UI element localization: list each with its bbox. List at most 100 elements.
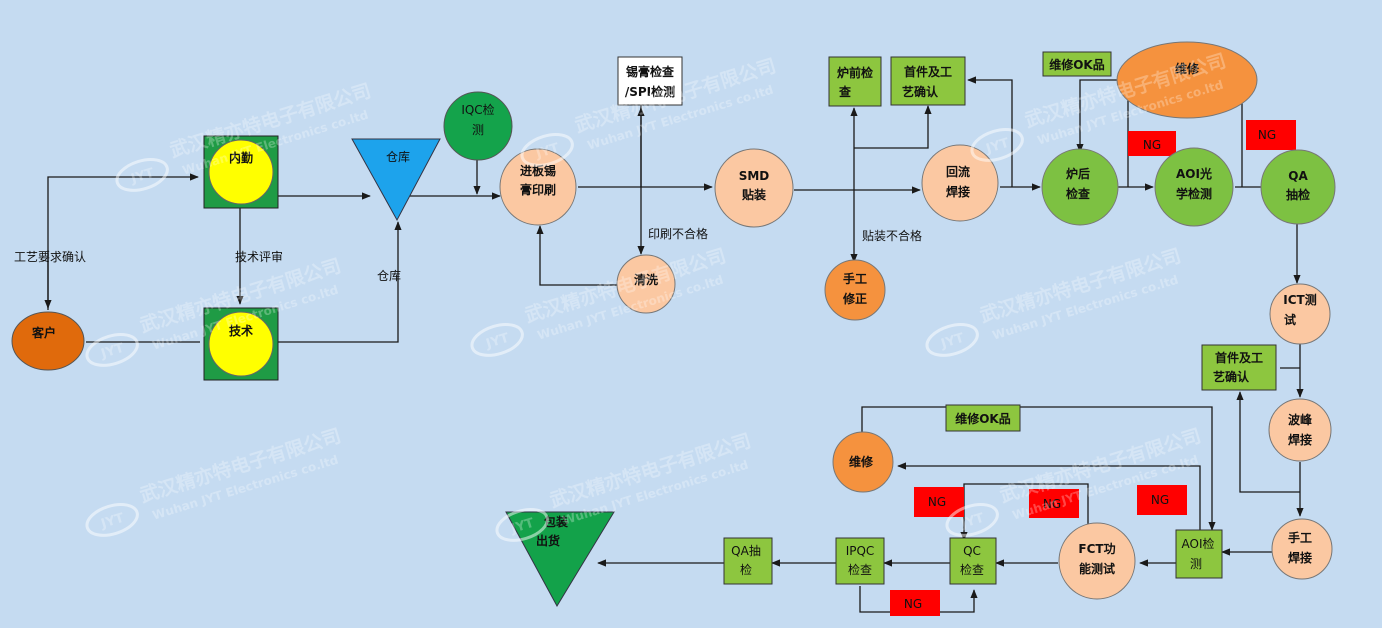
node-weixiu-ok2: 维修OK品 (945, 404, 1021, 432)
svg-text:内勤: 内勤 (229, 150, 253, 165)
ng-badge-2: NG (1246, 120, 1296, 150)
qabot-line2: 检 (740, 562, 752, 577)
label-cangku: 仓库 (377, 268, 401, 283)
gaojiancha-line1: 锡膏检查 (626, 64, 675, 79)
iqc-line2: 测 (472, 123, 484, 137)
aoi2-line1: AOI检 (1182, 536, 1215, 551)
svg-text:NG: NG (928, 495, 946, 509)
aoi2-line2: 测 (1190, 557, 1202, 571)
hanjie-line2: 焊接 (1288, 550, 1312, 565)
watermark-logo: JYT (938, 331, 966, 352)
qc-line1: QC (963, 544, 981, 558)
node-neiqin: 内勤 (203, 135, 279, 209)
node-aoi2: AOI检 测 (1175, 529, 1223, 579)
watermark-logo: JYT (983, 136, 1011, 157)
svg-text:NG: NG (1043, 497, 1061, 511)
watermark-logo: JYT (508, 516, 536, 537)
luhou-line2: 检查 (1066, 186, 1091, 201)
aoiopt-line2: 学检测 (1176, 186, 1212, 201)
luqian-line1: 炉前检 (837, 65, 873, 80)
node-luqian: 炉前检 查 (828, 56, 882, 107)
node-shoujian1: 首件及工 艺确认 (890, 56, 966, 106)
jinban-line1: 进板锡 (520, 163, 556, 178)
watermark-logo: JYT (483, 331, 511, 352)
node-jinban: 进板锡 膏印刷 (499, 148, 577, 226)
bofeng-line1: 波峰 (1288, 412, 1313, 427)
fct-line1: FCT功 (1078, 541, 1115, 556)
node-qa-bottom: QA抽 检 (723, 537, 773, 585)
shoujian1-line1: 首件及工 (904, 64, 952, 79)
node-aoi-opt: AOI光 学检测 (1154, 147, 1234, 227)
node-bofeng: 波峰 焊接 (1268, 398, 1332, 462)
node-luhou: 炉后 检查 (1041, 148, 1119, 226)
svg-text:维修OK品: 维修OK品 (955, 411, 1011, 426)
gaojiancha-line2: /SPI检测 (625, 84, 675, 99)
svg-text:NG: NG (1258, 128, 1276, 142)
label-tiezhuang-buhege: 贴装不合格 (862, 228, 922, 243)
node-huiliu: 回流 焊接 (921, 144, 999, 222)
ng-badge-5: NG (1137, 485, 1187, 515)
qc-line2: 检查 (960, 562, 984, 577)
node-gaojiancha: 锡膏检查 /SPI检测 (617, 56, 683, 106)
watermark-logo: JYT (533, 141, 561, 162)
svg-text:维修OK品: 维修OK品 (1049, 57, 1105, 72)
xiuzheng-line2: 修正 (842, 291, 867, 306)
ipqc-line2: 检查 (848, 562, 872, 577)
shoujian2-line1: 首件及工 (1215, 350, 1263, 365)
huiliu-line2: 焊接 (946, 184, 970, 199)
iqc-line1: IQC检 (461, 102, 494, 117)
ict-line2: 试 (1284, 312, 1296, 327)
smd-line1: SMD (739, 169, 770, 183)
qabot-line1: QA抽 (731, 544, 761, 558)
xiuzheng-line1: 手工 (843, 271, 867, 286)
node-iqc: IQC检 测 (443, 91, 513, 161)
watermark-logo: JYT (98, 511, 126, 532)
huiliu-line1: 回流 (946, 164, 970, 179)
node-weixiu2: 维修 (832, 431, 894, 493)
node-shougong-hanjie: 手工 焊接 (1271, 518, 1333, 580)
node-qingxi: 清洗 (616, 254, 676, 314)
node-qa-top: QA 抽检 (1260, 149, 1336, 225)
node-jishu: 技术 (203, 307, 279, 381)
luqian-line2: 查 (838, 84, 852, 99)
qatop-line1: QA (1288, 169, 1308, 183)
label-gongyi-queren: 工艺要求确认 (14, 250, 86, 264)
watermark-logo: JYT (958, 511, 986, 532)
jinban-line2: 膏印刷 (520, 182, 556, 197)
node-smd: SMD 贴装 (714, 148, 794, 228)
label-jishu-pingshen: 技术评审 (235, 249, 283, 264)
svg-text:维修: 维修 (1175, 61, 1200, 76)
svg-text:NG: NG (1151, 493, 1169, 507)
svg-text:维修: 维修 (849, 454, 874, 469)
node-weixiu-ok1: 维修OK品 (1042, 51, 1112, 77)
svg-text:清洗: 清洗 (634, 272, 658, 287)
ng-badge-4: NG (1029, 489, 1079, 518)
node-shoujian2: 首件及工 艺确认 (1201, 344, 1277, 391)
watermark-logo: JYT (98, 341, 126, 362)
node-kehu: 客户 (11, 311, 85, 371)
svg-text:NG: NG (904, 597, 922, 611)
baozhuang-line2: 出货 (536, 533, 560, 548)
node-shougong-xiuzheng: 手工 修正 (824, 259, 886, 321)
node-qc: QC 检查 (949, 537, 997, 585)
baozhuang-line1: 包装 (543, 514, 568, 529)
fct-line2: 能测试 (1079, 561, 1115, 576)
ng-badge-1: NG (1128, 131, 1176, 156)
luhou-line1: 炉后 (1066, 166, 1090, 181)
node-cangku: 仓库 (351, 138, 441, 222)
node-weixiu1: 维修 (1116, 41, 1258, 119)
shoujian1-line2: 艺确认 (902, 84, 939, 99)
svg-text:客户: 客户 (31, 325, 56, 340)
bofeng-line2: 焊接 (1288, 432, 1312, 447)
node-ipqc: IPQC 检查 (835, 537, 885, 585)
hanjie-line1: 手工 (1288, 530, 1312, 545)
watermark-logo: JYT (128, 166, 156, 187)
smd-line2: 贴装 (742, 187, 766, 202)
ng-badge-6: NG (890, 590, 940, 616)
